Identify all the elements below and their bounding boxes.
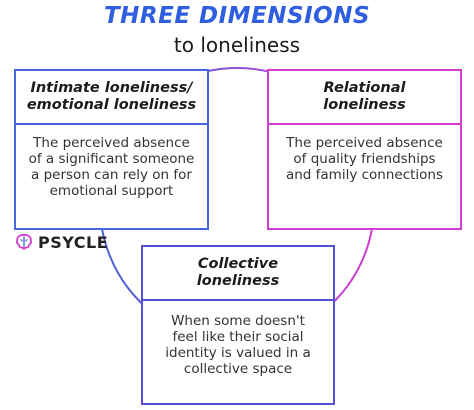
description-line: The perceived absence	[286, 135, 443, 151]
relational-loneliness-title: Relational loneliness	[269, 71, 460, 125]
title-line: loneliness	[196, 273, 280, 289]
description-line: of quality friendships	[293, 151, 436, 167]
relational-loneliness-box: Relational loneliness The perceived abse…	[267, 69, 462, 230]
title-line: Relational	[323, 80, 406, 96]
relational-loneliness-description: The perceived absence of quality friends…	[269, 135, 460, 183]
description-line: feel like their social	[172, 329, 304, 345]
description-line: When some doesn't	[171, 313, 305, 329]
page-title: THREE DIMENSIONS	[103, 3, 371, 29]
psycle-logo: PSYCLE	[14, 232, 108, 252]
title-line: loneliness	[323, 97, 406, 113]
intimate-loneliness-description: The perceived absence of a significant s…	[16, 135, 207, 199]
title-line: Collective	[197, 256, 279, 272]
intimate-loneliness-title: Intimate loneliness/ emotional lonelines…	[16, 71, 207, 125]
collective-loneliness-title: Collective loneliness	[143, 247, 333, 301]
description-line: emotional support	[49, 183, 174, 199]
description-line: a person can rely on for	[31, 167, 192, 183]
title-line: Intimate loneliness/	[30, 80, 193, 96]
title-line: emotional loneliness	[26, 97, 197, 113]
description-line: and family connections	[285, 167, 444, 183]
logo-wordmark: PSYCLE	[38, 232, 109, 252]
description-line: The perceived absence	[33, 135, 190, 151]
description-line: collective space	[183, 361, 293, 377]
brain-icon	[15, 234, 33, 250]
intimate-loneliness-box: Intimate loneliness/ emotional lonelines…	[14, 69, 209, 230]
page-subtitle: to loneliness	[173, 33, 301, 57]
collective-loneliness-box: Collective loneliness When some doesn't …	[141, 245, 335, 405]
description-line: identity is valued in a	[165, 345, 311, 361]
collective-loneliness-description: When some doesn't feel like their social…	[143, 313, 333, 377]
description-line: of a significant someone	[28, 151, 195, 167]
